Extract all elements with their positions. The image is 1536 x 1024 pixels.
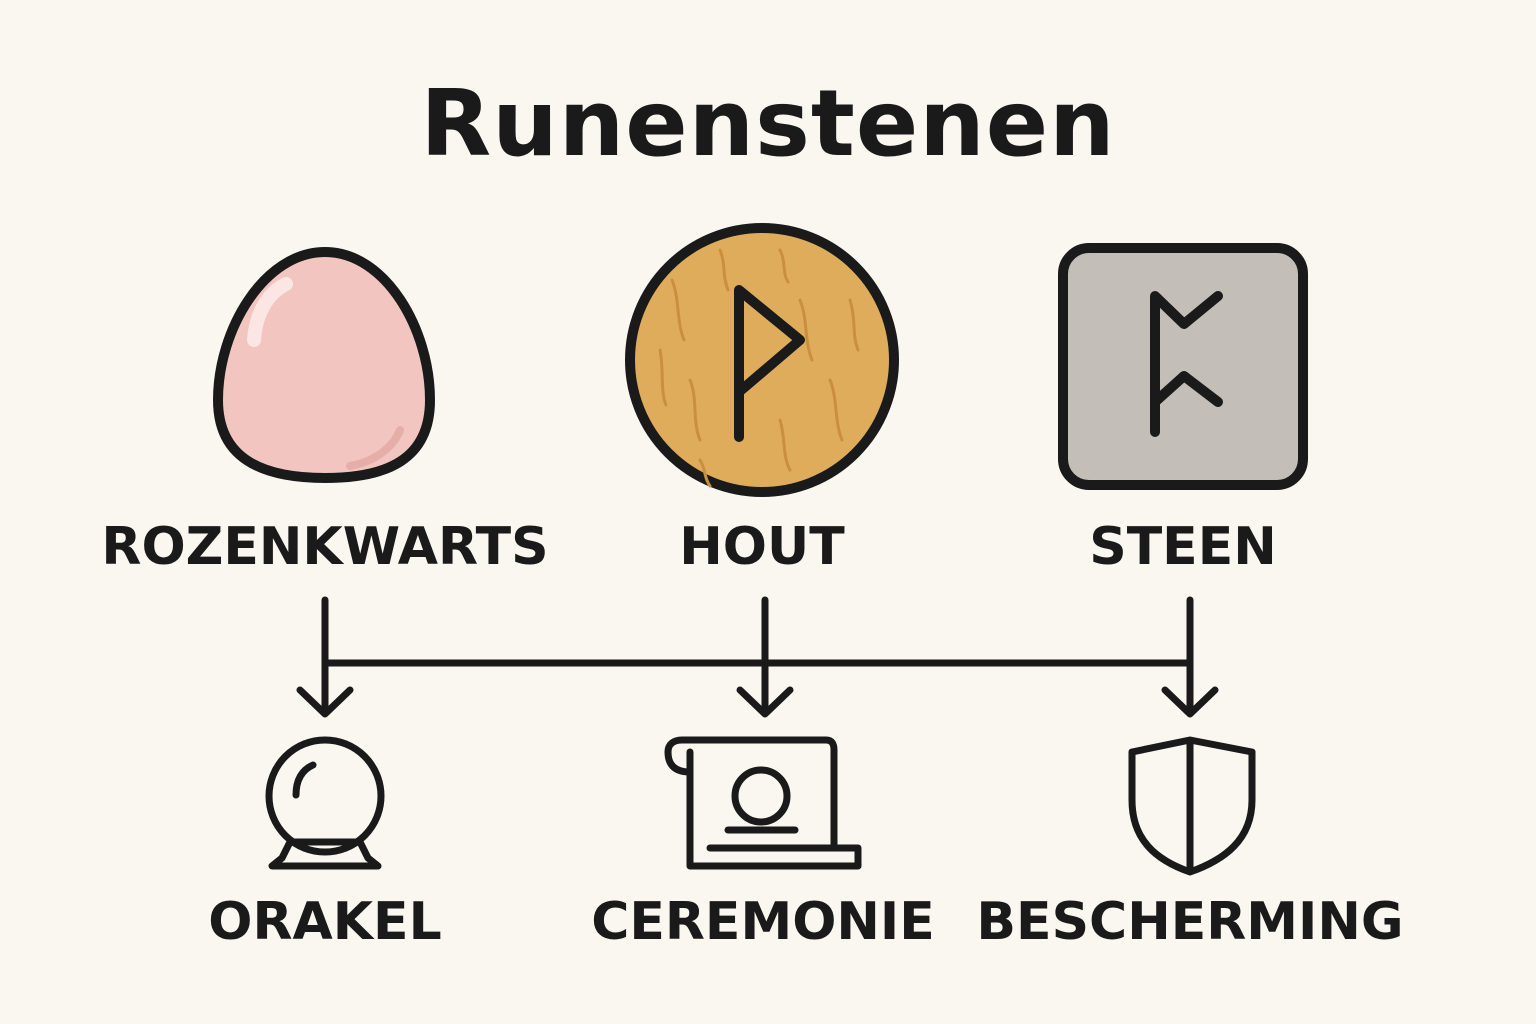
material-label-hout: HOUT xyxy=(679,517,845,577)
diagram-title: Runenstenen xyxy=(420,70,1116,177)
use-label-orakel: ORAKEL xyxy=(208,892,442,952)
ceremony-scroll-icon xyxy=(664,736,862,870)
arrow-down-icon xyxy=(1161,686,1219,718)
rose-quartz-egg-icon xyxy=(212,246,436,484)
material-label-rozenkwarts: ROZENKWARTS xyxy=(101,517,549,577)
connector-lines xyxy=(321,596,1194,716)
arrow-down-icon xyxy=(296,686,354,718)
stone-rune-tile-icon xyxy=(1058,243,1308,490)
use-label-ceremonie: CEREMONIE xyxy=(591,892,935,952)
use-label-bescherming: BESCHERMING xyxy=(976,892,1404,952)
arrow-down-icon xyxy=(736,686,794,718)
crystal-ball-icon xyxy=(265,736,385,870)
material-label-steen: STEEN xyxy=(1089,517,1277,577)
wooden-rune-disc-icon xyxy=(625,223,899,497)
shield-icon xyxy=(1128,736,1256,876)
